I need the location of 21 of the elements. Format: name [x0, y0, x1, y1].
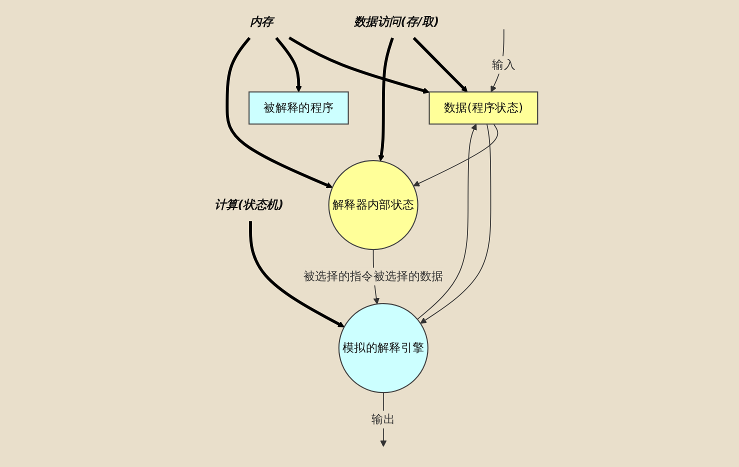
arrow — [288, 36, 430, 94]
arrow — [412, 36, 468, 92]
arrow — [416, 124, 477, 320]
arrow — [249, 221, 344, 328]
arrow — [275, 37, 302, 92]
arrow — [420, 124, 492, 324]
node-text: 内存 — [250, 14, 274, 28]
arrow — [226, 37, 333, 188]
node-circle: 解释器内部状态 — [328, 160, 418, 250]
arrow — [413, 124, 498, 186]
edge-label: 输入 — [492, 58, 516, 72]
edge-label: 被选择的指令被选择的数据 — [303, 269, 444, 284]
node-circle: 模拟的解释引擎 — [338, 303, 428, 394]
node-box: 数据(程序状态) — [428, 91, 538, 125]
arrow — [490, 28, 504, 92]
node-text: 计算(状态机) — [214, 198, 284, 212]
arrow — [380, 392, 387, 447]
edge-label: 输出 — [372, 412, 396, 426]
node-box: 被解释的程序 — [248, 91, 349, 125]
node-text: 数据访问(存/取) — [354, 14, 440, 28]
arrow — [378, 37, 394, 162]
